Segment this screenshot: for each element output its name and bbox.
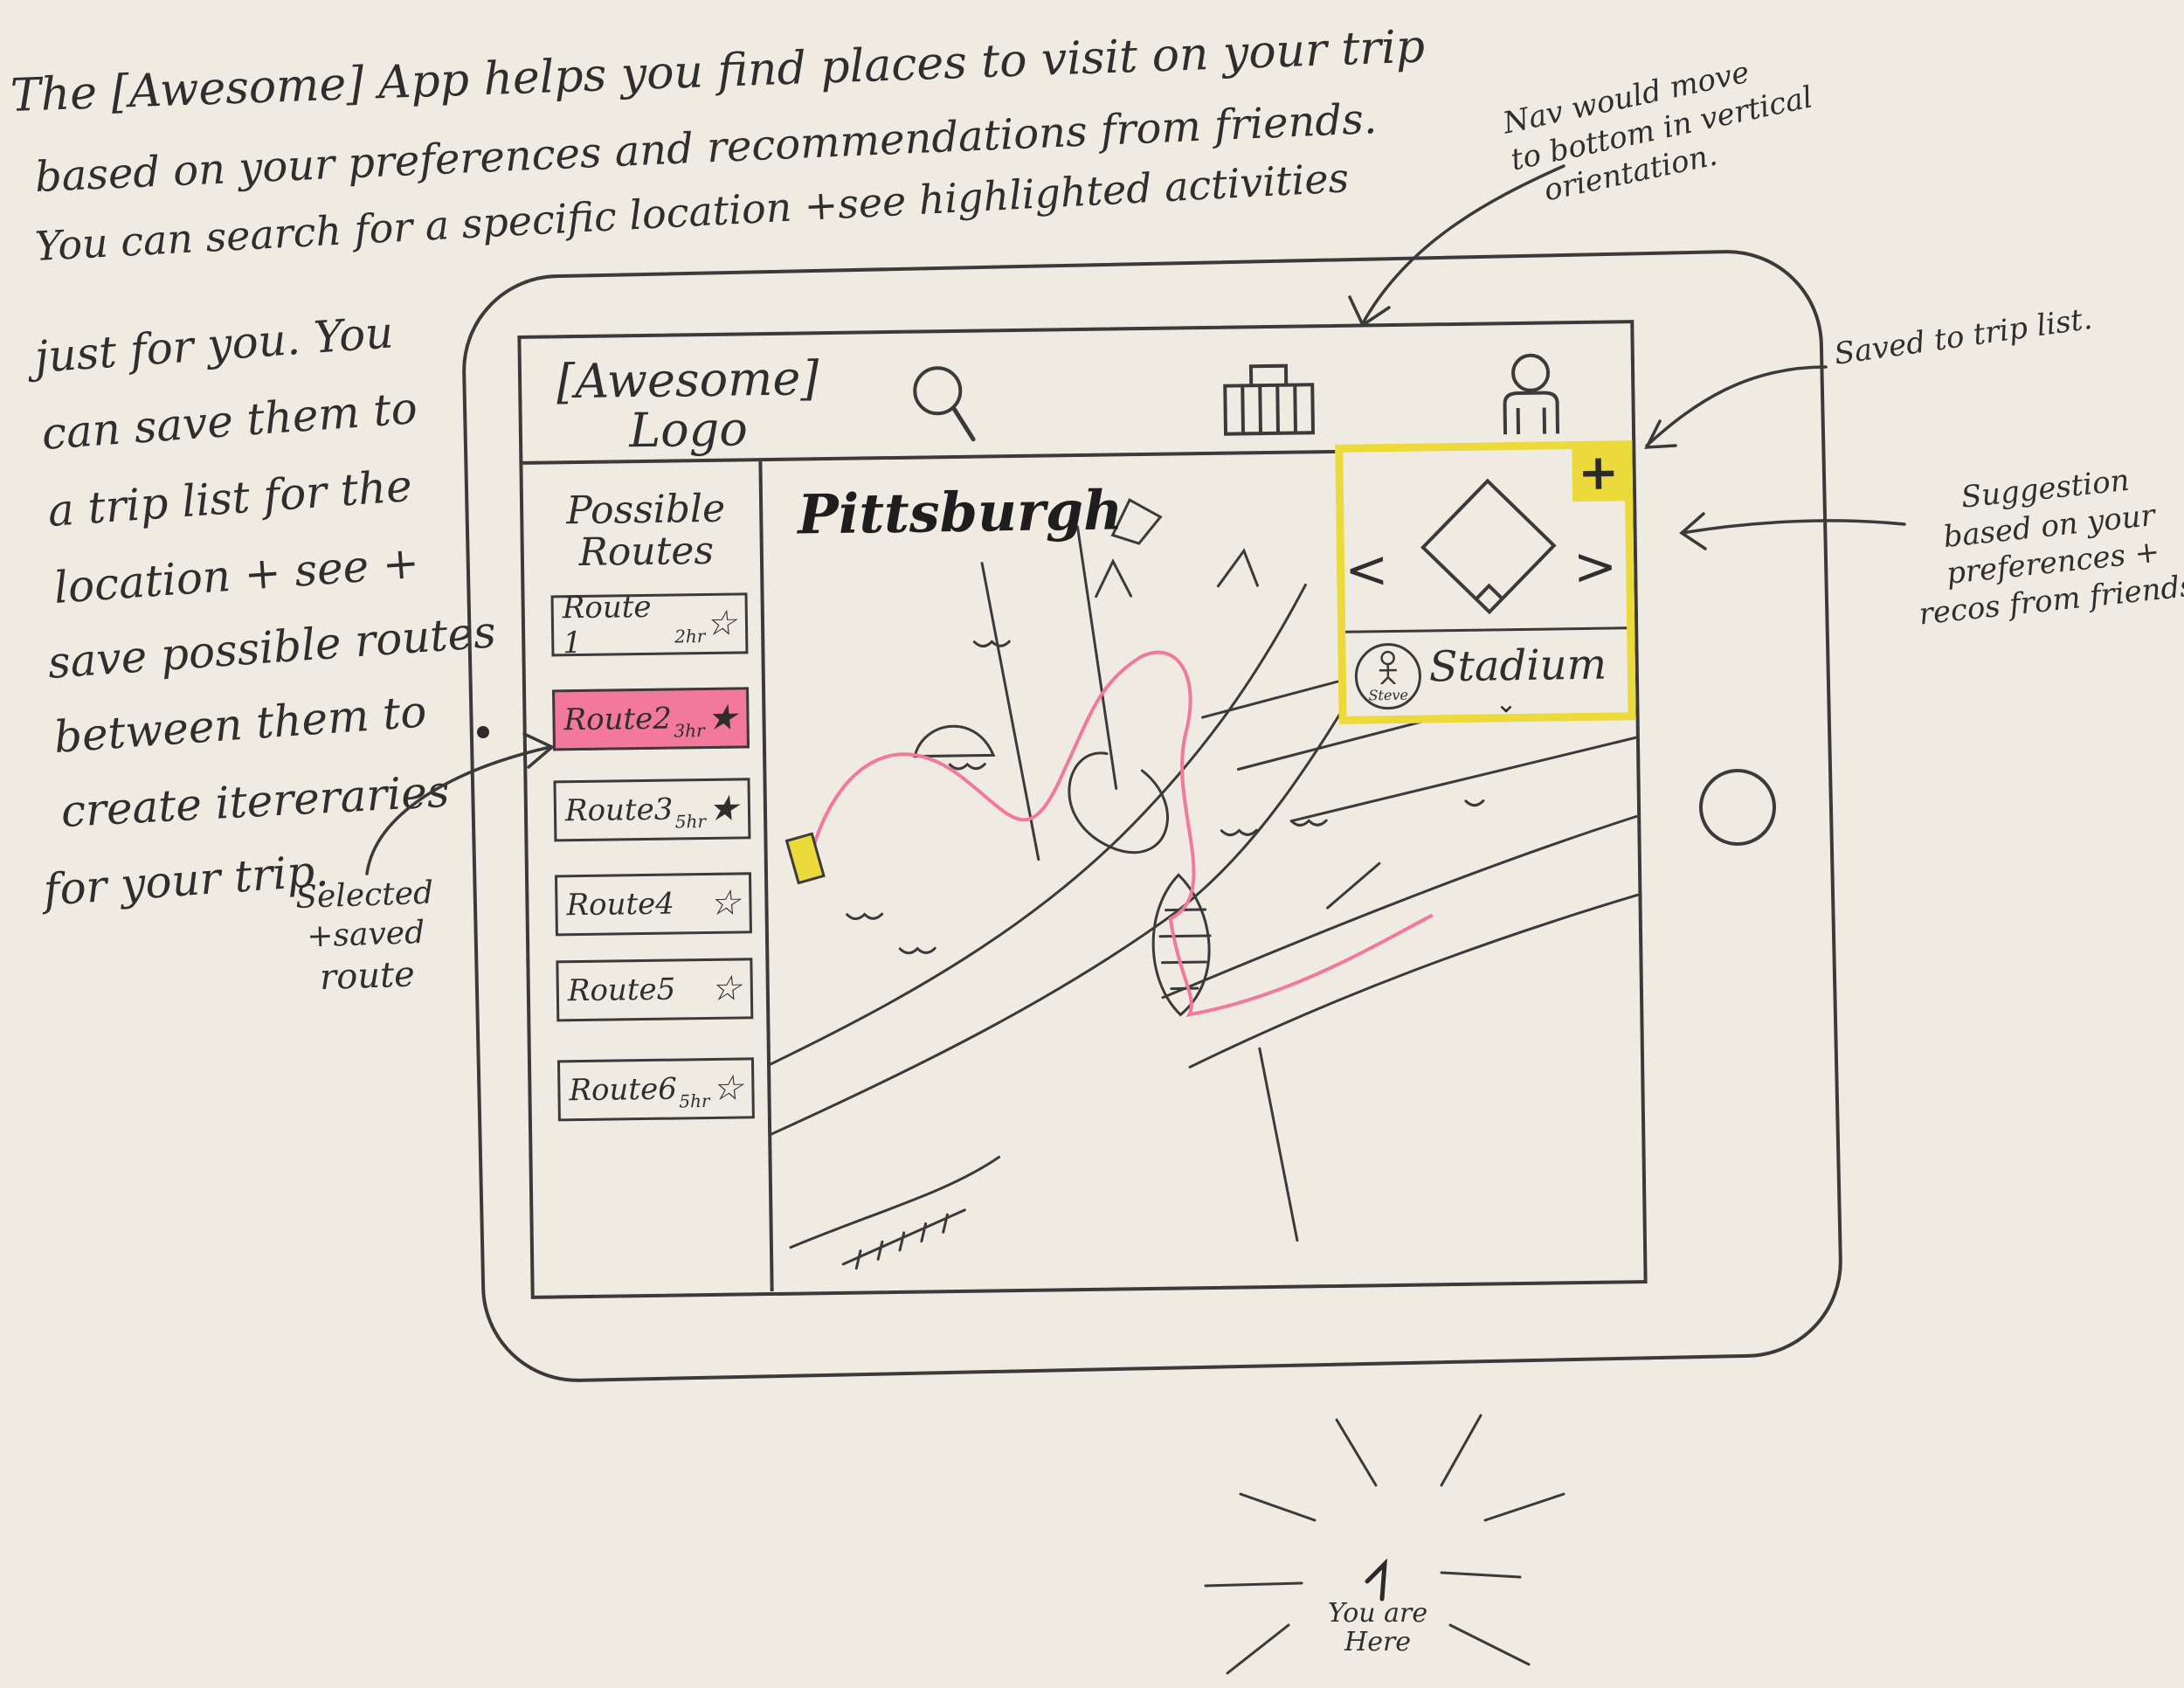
profile-icon bbox=[1503, 353, 1560, 435]
save-to-trip-button[interactable]: + bbox=[1572, 444, 1626, 502]
route-duration: 3hr bbox=[674, 720, 705, 742]
route-item-2[interactable]: Route2 3hr ★ bbox=[552, 687, 750, 751]
suggestion-card[interactable]: + < > Steve S bbox=[1335, 440, 1636, 724]
route-label: Route2 bbox=[563, 701, 673, 738]
suggestion-note-arrow bbox=[1680, 519, 1906, 535]
stadium-icon bbox=[1420, 478, 1557, 615]
hatched-area bbox=[1151, 873, 1211, 1017]
app-screen: [Awesome] Logo bbox=[517, 320, 1648, 1299]
river-lower-2 bbox=[1188, 893, 1640, 1069]
river-left bbox=[769, 583, 1307, 1066]
routes-title: Possible Routes bbox=[558, 486, 734, 576]
saved-note-arrowhead bbox=[1644, 419, 1677, 449]
you-are-here-marker-icon bbox=[1365, 1558, 1387, 1602]
person-icon bbox=[1379, 650, 1397, 686]
point-shape bbox=[1068, 751, 1169, 854]
search-button[interactable] bbox=[897, 358, 994, 447]
saved-note-arrow bbox=[1645, 365, 1828, 447]
route-duration: 2hr bbox=[674, 626, 706, 647]
logo-line-2: Logo bbox=[628, 400, 749, 458]
street bbox=[789, 1155, 1001, 1249]
route-item-5[interactable]: Route5 ☆ bbox=[556, 958, 754, 1022]
you-are-here-label: You are Here bbox=[1328, 1599, 1427, 1657]
route-label: Route 1 bbox=[562, 589, 652, 661]
routes-title-line-2: Routes bbox=[578, 529, 715, 576]
search-icon bbox=[913, 366, 976, 442]
you-are-here-line-1: You are bbox=[1328, 1598, 1428, 1629]
next-suggestion-button[interactable]: > bbox=[1572, 536, 1618, 598]
destination-marker bbox=[784, 832, 826, 885]
trip-list-icon bbox=[1223, 363, 1316, 436]
chevron-down-icon[interactable]: ⌄ bbox=[1495, 688, 1517, 720]
suggestion-note-arrowhead bbox=[1679, 512, 1707, 550]
star-icon[interactable]: ★ bbox=[707, 788, 740, 829]
you-are-here-burst bbox=[1204, 1414, 1565, 1675]
pen-dot bbox=[477, 726, 489, 738]
friend-avatar[interactable]: Steve bbox=[1354, 642, 1422, 710]
river-lower-1 bbox=[1161, 814, 1639, 1000]
route-label: Route3 bbox=[564, 792, 674, 829]
route-label: Route4 bbox=[566, 886, 675, 924]
street bbox=[1258, 1047, 1299, 1242]
street bbox=[980, 562, 1040, 861]
trip-list-button[interactable] bbox=[1220, 354, 1317, 443]
route-item-4[interactable]: Route4 ☆ bbox=[554, 872, 752, 937]
routes-panel: Possible Routes Route 1 2hr ☆ Route2 3hr… bbox=[522, 461, 774, 1295]
home-button[interactable] bbox=[1699, 769, 1776, 846]
star-icon[interactable]: ☆ bbox=[711, 1068, 743, 1109]
route-duration: 5hr bbox=[679, 1090, 710, 1112]
star-icon[interactable]: ☆ bbox=[708, 882, 741, 924]
river-right bbox=[770, 652, 1379, 1136]
selected-route-path bbox=[809, 650, 1434, 1017]
street bbox=[1326, 861, 1381, 910]
route-duration: 5hr bbox=[674, 811, 707, 833]
selected-note-arrowhead bbox=[522, 732, 556, 769]
hatched-area bbox=[913, 724, 996, 758]
route-item-1[interactable]: Route 1 2hr ☆ bbox=[550, 590, 749, 661]
suggestion-footer: Steve Stadium ⌄ bbox=[1345, 626, 1628, 720]
map-view[interactable]: Pittsburgh + < > bbox=[762, 440, 1643, 1291]
nav-bar: [Awesome] Logo bbox=[521, 323, 1633, 465]
route-label: Route5 bbox=[567, 972, 676, 1009]
app-logo[interactable]: [Awesome] Logo bbox=[556, 350, 820, 458]
logo-line-1: [Awesome] bbox=[556, 350, 819, 410]
nav-note-arrow bbox=[1361, 164, 1565, 325]
street bbox=[1075, 525, 1118, 790]
star-icon[interactable]: ★ bbox=[706, 697, 738, 738]
friend-name: Steve bbox=[1368, 686, 1409, 704]
route-label: Route6 bbox=[569, 1071, 678, 1109]
street bbox=[1289, 736, 1638, 823]
previous-suggestion-button[interactable]: < bbox=[1344, 539, 1389, 601]
star-icon[interactable]: ☆ bbox=[704, 603, 737, 645]
suggestion-title: Stadium bbox=[1428, 640, 1607, 692]
star-icon[interactable]: ☆ bbox=[709, 968, 743, 1009]
route-item-3[interactable]: Route3 5hr ★ bbox=[553, 778, 751, 842]
you-are-here-line-2: Here bbox=[1344, 1627, 1412, 1657]
map-city-label: Pittsburgh bbox=[797, 478, 1123, 547]
route-item-6[interactable]: Route6 5hr ☆ bbox=[556, 1057, 755, 1122]
selected-note-arrow bbox=[365, 745, 552, 875]
routes-title-line-1: Possible bbox=[565, 486, 726, 534]
profile-button[interactable] bbox=[1482, 350, 1579, 439]
nav-note-arrowhead bbox=[1348, 295, 1391, 328]
